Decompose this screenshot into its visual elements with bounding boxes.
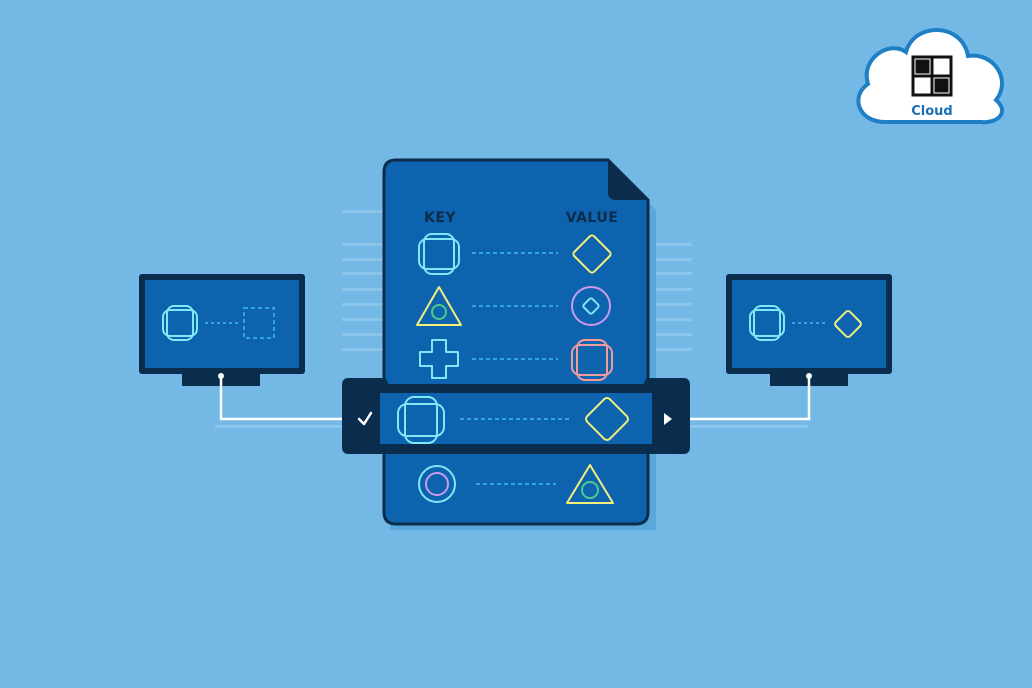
empty-value-placeholder	[243, 307, 275, 339]
document-fold	[608, 160, 648, 200]
cloud-logo: Cloud	[856, 28, 1004, 125]
table-row	[397, 396, 629, 444]
table-row	[418, 464, 614, 504]
rounded-cross-icon	[162, 305, 198, 341]
table-row	[418, 233, 612, 275]
ring-icon	[418, 465, 456, 503]
value-header: VALUE	[566, 210, 619, 226]
plus-icon	[419, 339, 459, 379]
right-monitor	[726, 274, 892, 386]
connector-lines	[219, 376, 811, 421]
circle-diamond-icon	[571, 286, 611, 326]
table-row	[419, 339, 613, 381]
rounded-cross-icon	[749, 305, 785, 341]
diamond-icon	[572, 234, 612, 274]
triangle-circle-icon	[416, 286, 462, 326]
play-icon	[664, 413, 672, 425]
diamond-icon	[834, 310, 862, 338]
key-header: KEY	[424, 210, 456, 226]
cloud-logo-text: Cloud	[911, 104, 953, 119]
diamond-icon	[585, 397, 629, 441]
table-row	[416, 286, 611, 326]
right-connector-line	[684, 376, 811, 421]
logo-mark-icon	[911, 55, 953, 97]
rounded-cross-icon	[397, 396, 445, 444]
background-stripes	[215, 210, 808, 428]
left-monitor	[139, 274, 305, 386]
check-icon	[357, 411, 373, 426]
rounded-cross-icon	[418, 233, 460, 275]
triangle-circle-icon	[566, 464, 614, 504]
highlighted-row-band	[342, 378, 690, 454]
left-connector-line	[219, 376, 350, 421]
rounded-cross-icon	[571, 339, 613, 381]
